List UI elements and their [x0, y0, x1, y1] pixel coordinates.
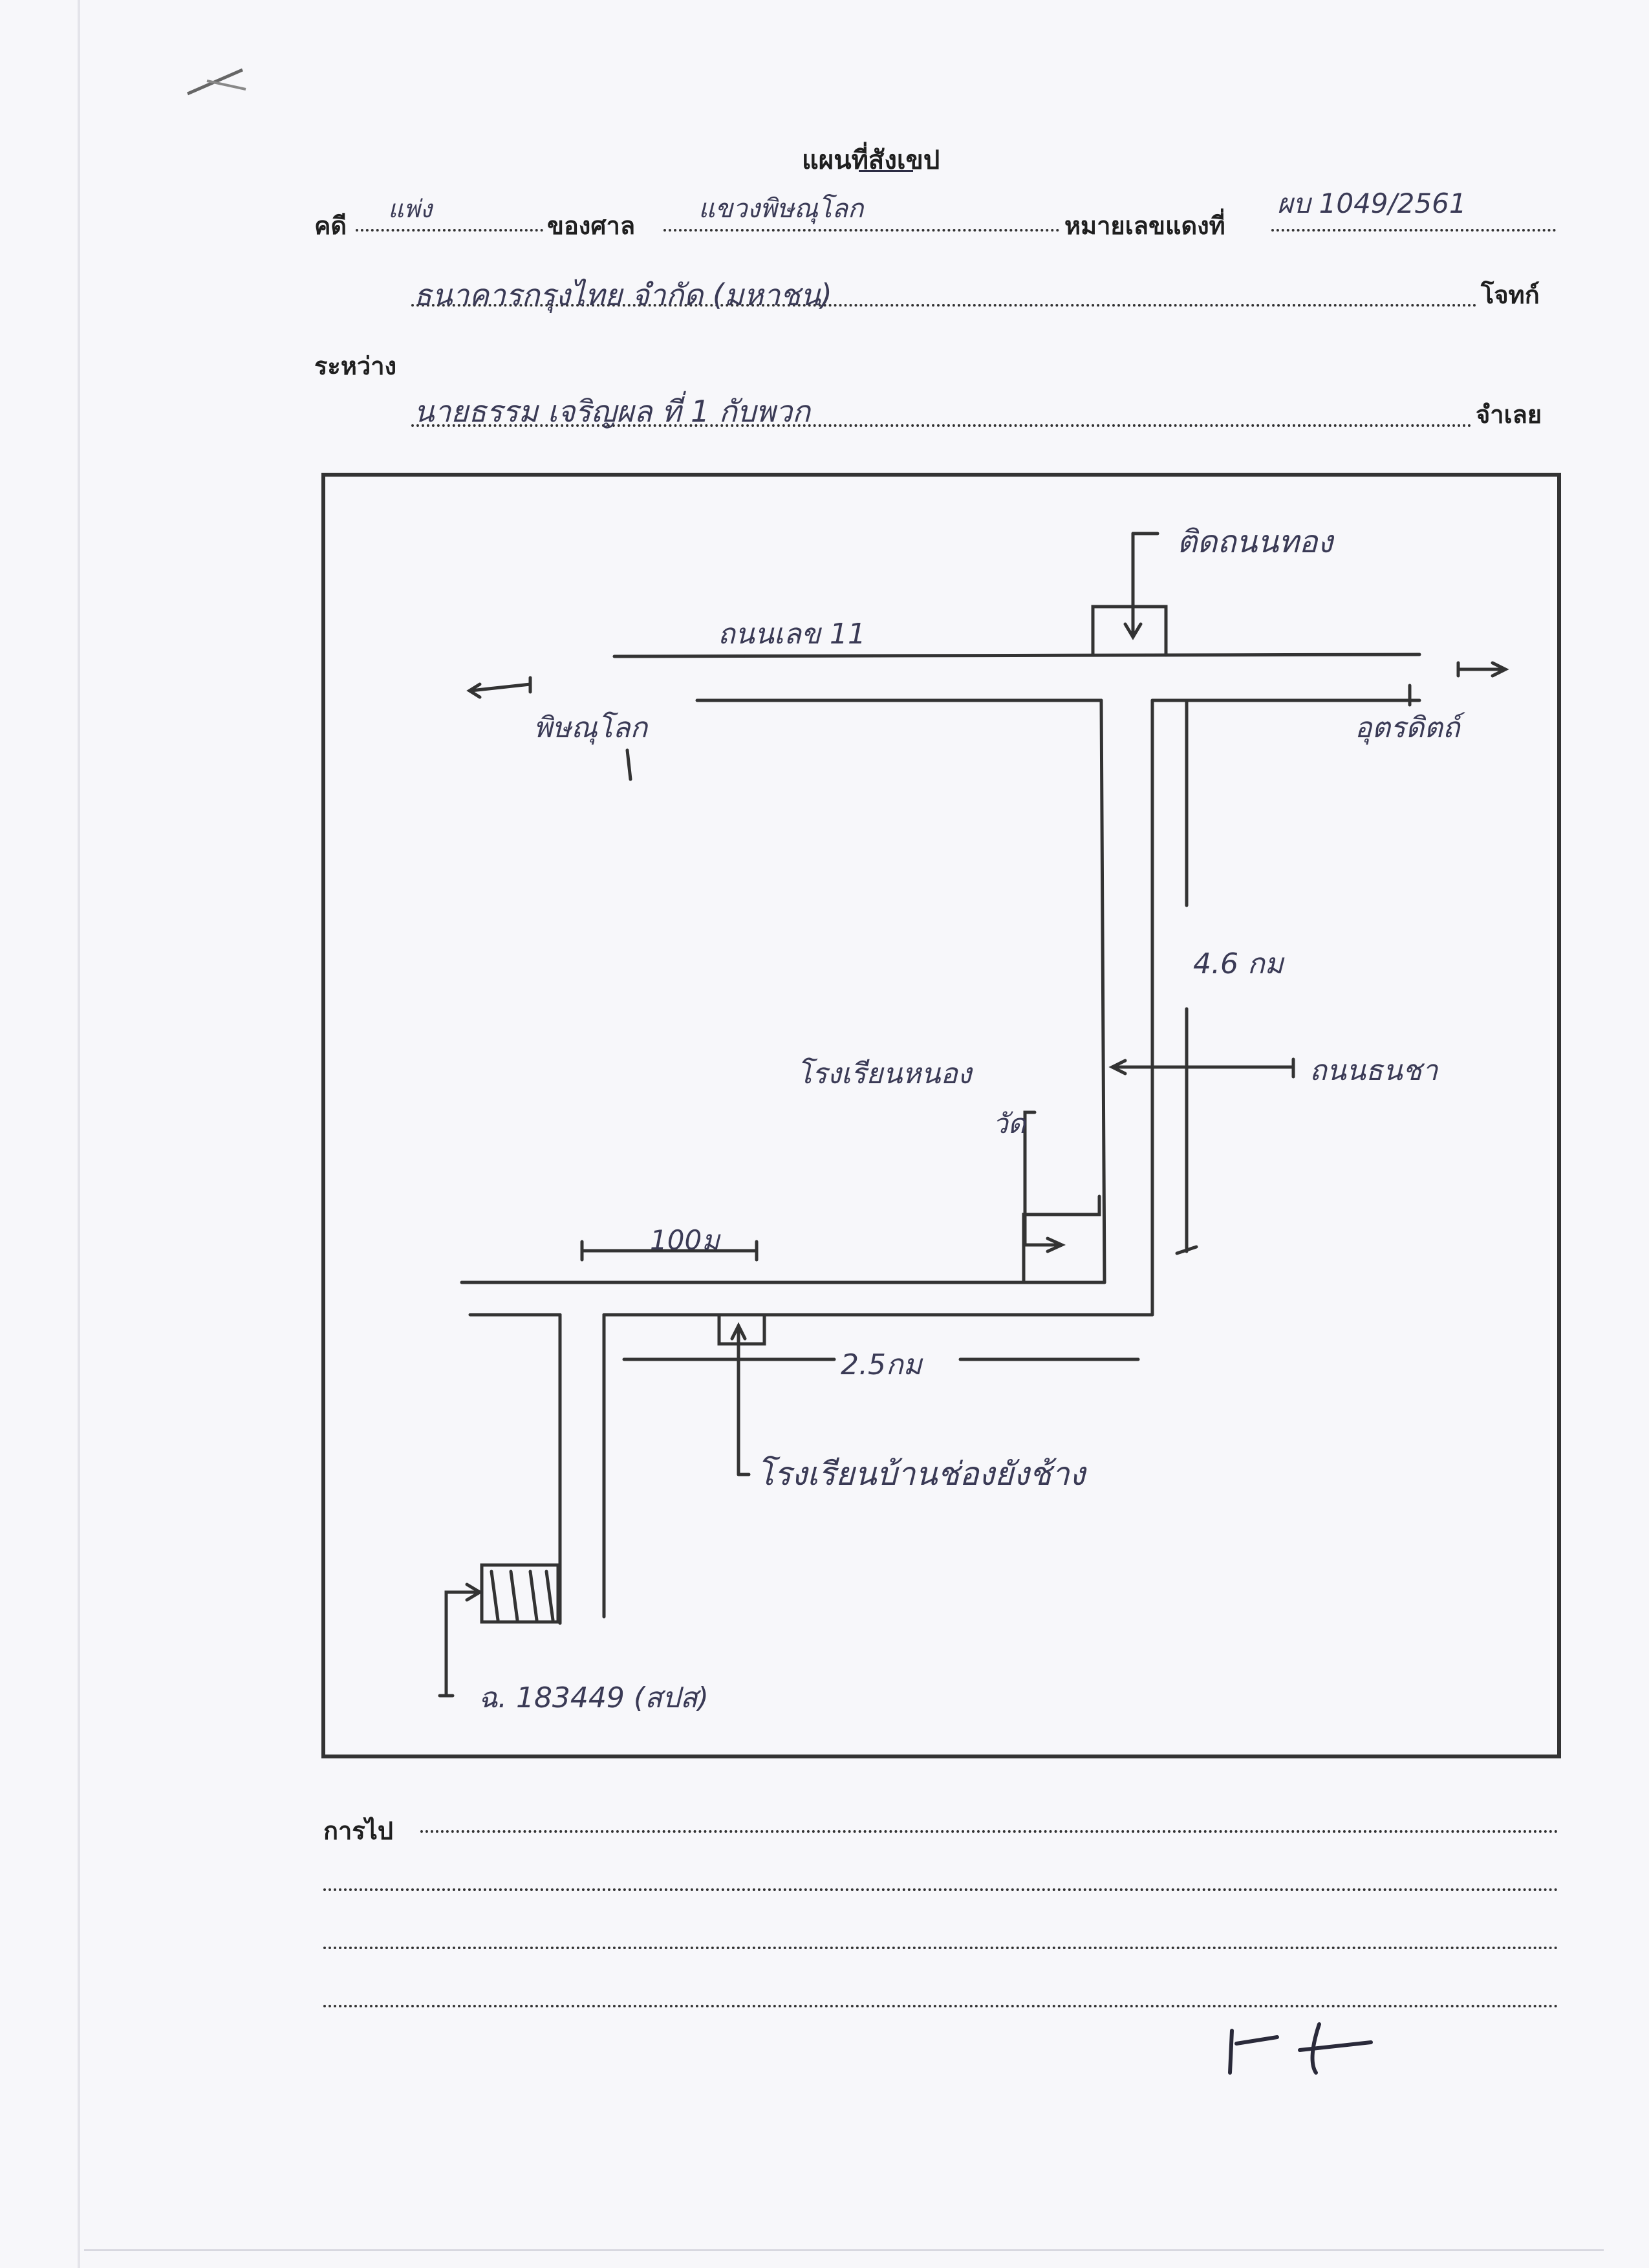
- sketch-map: [438, 532, 1509, 1698]
- map-label-east-road: ถนนธนชา: [1310, 1054, 1438, 1087]
- title-underline: [859, 170, 913, 172]
- land-parcel-box: [480, 1563, 560, 1624]
- between-label: ระหว่าง: [314, 352, 397, 380]
- red-number-value: ผบ 1049/2561: [1277, 188, 1467, 219]
- corner-pen-mark: [187, 68, 246, 96]
- map-label-right-city: อุตรดิตถ์: [1355, 711, 1460, 744]
- top-junction-box: [1091, 605, 1168, 657]
- plaintiff-dots: [411, 304, 1477, 307]
- red-number-dots: [1271, 229, 1556, 232]
- temple-arrow-head: [1046, 1237, 1066, 1253]
- distance-line-end: [1175, 1245, 1198, 1255]
- map-label-25km: 2.5กม: [841, 1348, 922, 1381]
- red-number-label: หมายเลขแดงที่: [1064, 211, 1225, 240]
- map-frame: [321, 473, 1561, 1758]
- case-value: แพ่ง: [388, 195, 433, 223]
- right-arrow-head: [1491, 661, 1509, 678]
- east-road-arrow-head: [1108, 1059, 1127, 1075]
- court-label: ของศาล: [547, 211, 636, 240]
- court-dots: [663, 229, 1059, 232]
- left-arrow-head: [466, 682, 482, 699]
- plaintiff-label: โจทก์: [1481, 281, 1540, 309]
- going-line-3: [323, 1947, 1558, 1949]
- map-label-100m: 100ม: [650, 1224, 720, 1256]
- going-line-2: [323, 1888, 1558, 1891]
- court-value: แขวงพิษณุโลก: [698, 194, 864, 224]
- school-ban-box: [717, 1313, 766, 1346]
- land-arrow-shaft: [444, 1590, 480, 1696]
- map-label-school-nong: โรงเรียนหนอง: [797, 1057, 972, 1090]
- map-label-to-top: ติดถนนทอง: [1177, 524, 1333, 560]
- vertical-road-left-edge: [1099, 698, 1106, 1284]
- temple-plot: [1022, 1194, 1101, 1284]
- highway-top-line: [612, 653, 1421, 658]
- map-label-school-ban: โรงเรียนบ้านช่องยังช้าง: [757, 1455, 1086, 1493]
- going-line-4: [323, 2005, 1558, 2007]
- left-arrow-shaft: [469, 682, 532, 693]
- map-label-left-city: พิษณุโลก: [534, 711, 648, 744]
- map-label-temple: วัด: [993, 1108, 1026, 1139]
- plaintiff-value: ธนาคารกรุงไทย จำกัด (มหาชน): [414, 277, 832, 312]
- defendant-value: นายธรรม เจริญผล ที่ 1 กับพวก: [414, 394, 810, 429]
- scan-left-edge: [78, 0, 80, 2268]
- map-label-distance-vertical: 4.6 กม: [1193, 947, 1284, 980]
- case-dots: [356, 229, 543, 232]
- scan-bottom-edge: [84, 2249, 1604, 2251]
- map-label-land-title: ฉ. 183449 (สปส): [479, 1681, 709, 1714]
- defendant-dots: [411, 424, 1472, 427]
- defendant-label: จำเลย: [1476, 400, 1542, 429]
- case-label: คดี: [314, 211, 347, 240]
- going-line-1: [420, 1830, 1558, 1833]
- going-label: การไป: [323, 1817, 393, 1845]
- temple-arrow-shaft: [1023, 1110, 1037, 1247]
- map-label-highway: ถนนเลข 11: [718, 618, 866, 651]
- top-arrow-head: [1123, 622, 1143, 640]
